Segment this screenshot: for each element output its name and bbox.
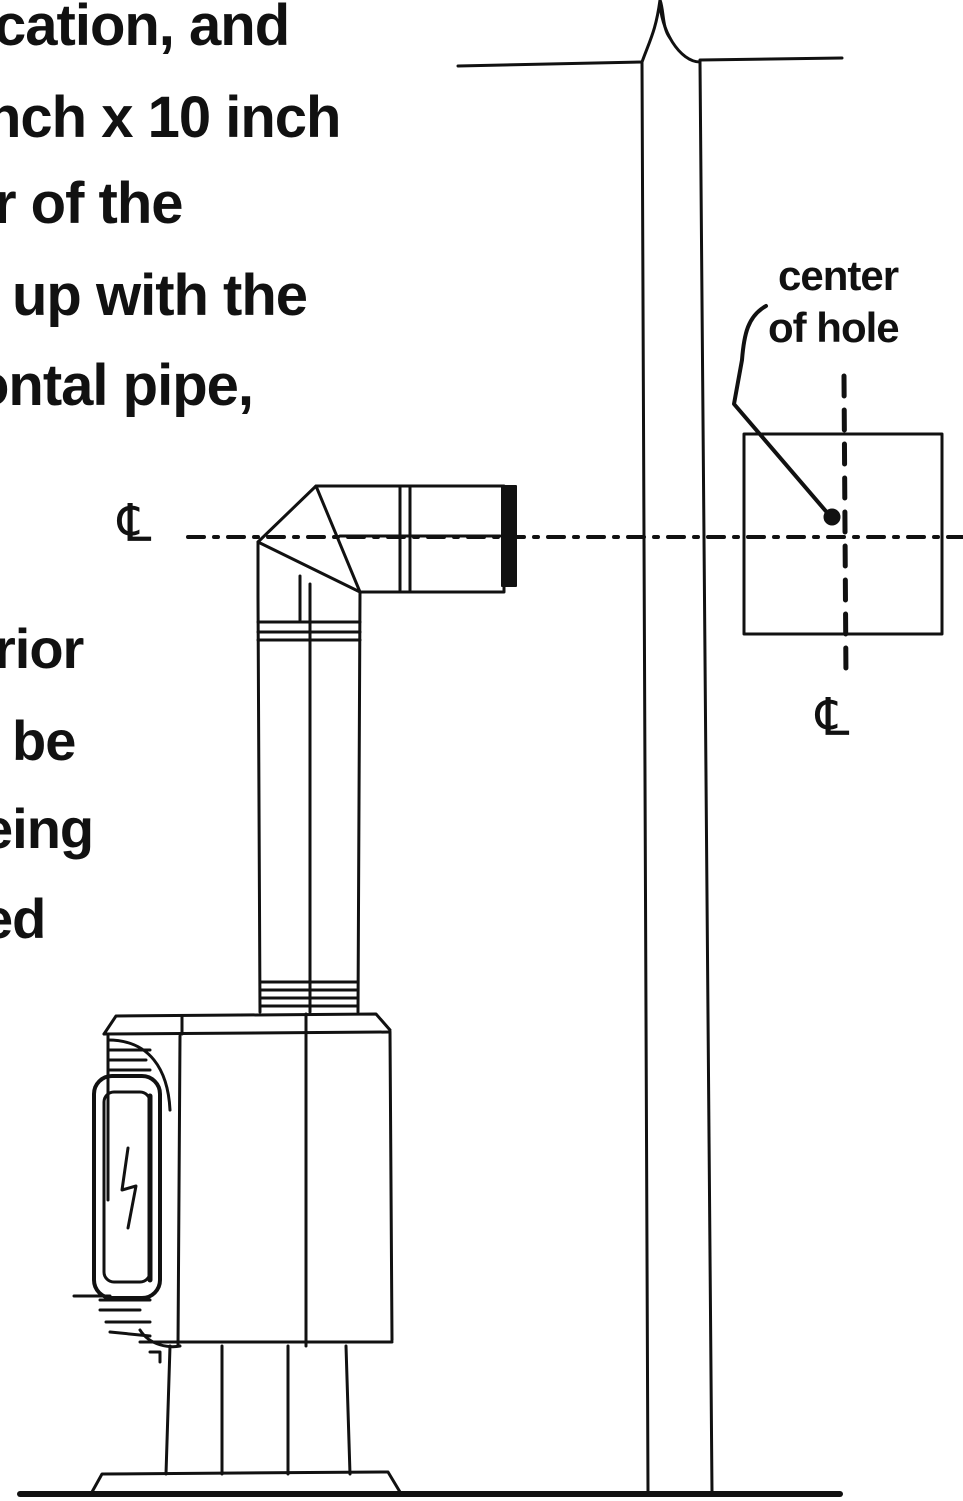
instruction-line-7: be	[12, 709, 76, 772]
instruction-line-4: up with the	[12, 263, 308, 328]
instruction-line-5: ontal pipe,	[0, 353, 254, 418]
centerline-symbol-bottom: ℄	[816, 689, 849, 747]
instruction-line-9: ed	[0, 887, 46, 950]
instruction-line-3: r of the	[0, 171, 184, 236]
vertical-vent-pipe	[256, 582, 362, 1014]
instruction-line-1: cation, and	[0, 0, 290, 58]
wall-hole-outline	[742, 432, 944, 636]
stove-top	[102, 1012, 392, 1036]
of-hole-label: of hole	[768, 304, 900, 351]
center-label: center	[778, 252, 899, 299]
elbow-pipe	[256, 484, 517, 622]
wall-section	[456, 0, 844, 1494]
instruction-line-2: nch x 10 inch	[0, 85, 341, 150]
stove-pedestal	[90, 1344, 402, 1494]
centerline-symbol-left: ℄	[118, 495, 151, 553]
instruction-line-6: rior	[0, 617, 84, 680]
center-callout-arrow	[732, 304, 832, 518]
vertical-centerline	[841, 373, 849, 683]
center-point	[823, 508, 841, 526]
stove-body	[72, 1030, 394, 1349]
stove-door	[92, 1074, 162, 1300]
